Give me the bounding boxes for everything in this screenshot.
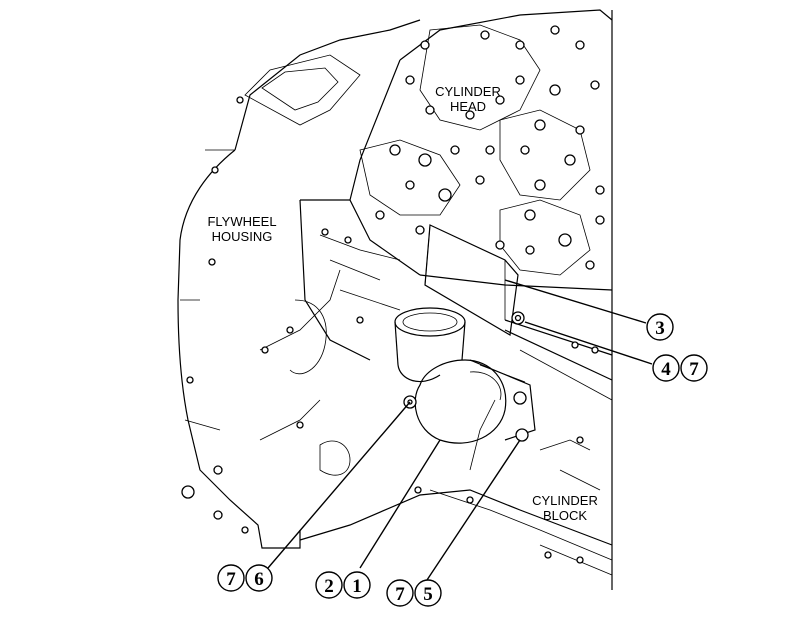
flywheel-housing-label-line2: HOUSING [212, 229, 273, 244]
callout-circle-3 [646, 313, 674, 341]
callout-circle-1 [343, 571, 371, 599]
callout-7c: 7 [395, 584, 405, 605]
callouts: 3 4 7 7 6 2 1 7 5 [217, 313, 708, 607]
leader-lines [267, 279, 653, 584]
callout-4: 4 [661, 359, 671, 380]
elbow-pipe [394, 307, 536, 444]
callout-circle-7a [680, 354, 708, 382]
callout-5: 5 [423, 584, 433, 605]
cylinder-block [299, 199, 613, 576]
cylinder-head-label-line1: CYLINDER [435, 84, 501, 99]
callout-7a: 7 [689, 359, 699, 380]
callout-7b: 7 [226, 569, 236, 590]
callout-6: 6 [254, 569, 264, 590]
flywheel-housing [177, 19, 421, 549]
callout-circle-2 [315, 571, 343, 599]
callout-circle-5 [414, 579, 442, 607]
cylinder-head [349, 9, 613, 590]
cylinder-head-label-line2: HEAD [450, 99, 486, 114]
callout-circle-7b [217, 564, 245, 592]
callout-circle-6 [245, 564, 273, 592]
callout-2: 2 [324, 576, 334, 597]
callout-circle-4 [652, 354, 680, 382]
cylinder-block-label-line2: BLOCK [543, 508, 587, 523]
callout-1: 1 [352, 576, 362, 597]
callout-circle-7c [386, 579, 414, 607]
callout-3: 3 [655, 318, 665, 339]
flywheel-housing-label-line1: FLYWHEEL [207, 214, 276, 229]
component-labels: CYLINDER HEAD FLYWHEEL HOUSING CYLINDER … [207, 84, 597, 523]
bracket [424, 224, 525, 336]
cylinder-block-label-line1: CYLINDER [532, 493, 598, 508]
